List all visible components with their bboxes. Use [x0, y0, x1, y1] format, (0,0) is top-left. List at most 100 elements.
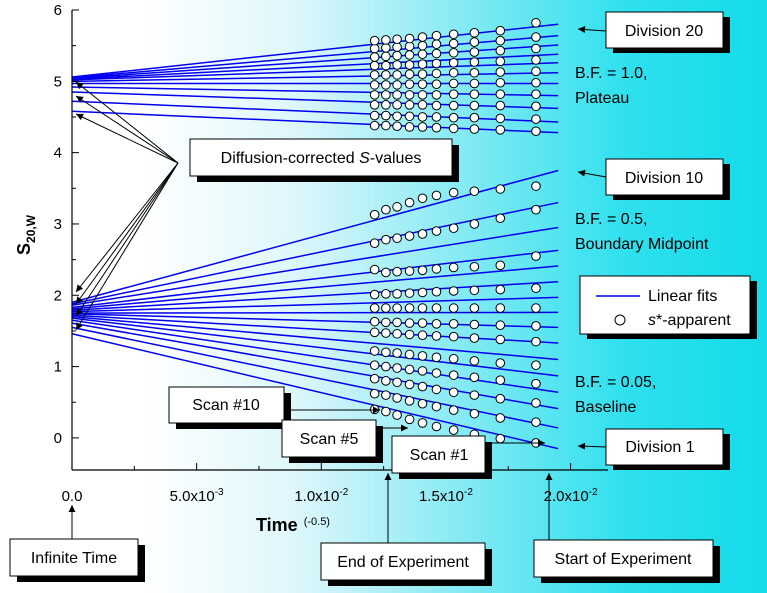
data-point [531, 43, 541, 54]
data-point [381, 60, 391, 71]
svg-text:End of Experiment: End of Experiment [337, 554, 469, 571]
data-point [431, 58, 442, 69]
y-tick-label: 5 [54, 73, 62, 90]
data-point [495, 260, 506, 271]
data-point [495, 413, 506, 423]
data-point [495, 77, 506, 88]
data-point [448, 286, 459, 296]
data-point [495, 67, 506, 77]
data-point [417, 69, 428, 79]
data-point [404, 41, 415, 52]
bf-baseline-sublabel: Baseline [575, 399, 636, 416]
svg-text:S20,W: S20,W [14, 214, 38, 255]
scatter-markers [369, 18, 541, 448]
data-point [417, 49, 428, 60]
data-point [381, 347, 391, 358]
data-point [495, 184, 506, 194]
data-point [469, 333, 480, 343]
x-tick-label: 2.0x10-2 [544, 487, 598, 505]
data-point [404, 379, 415, 390]
data-point [404, 288, 415, 298]
y-axis-title: S20,W [14, 214, 38, 255]
data-point [392, 100, 402, 110]
data-point [495, 375, 506, 385]
fit-line [71, 319, 559, 394]
data-point [431, 190, 442, 201]
data-point [392, 80, 402, 90]
data-point [404, 266, 415, 276]
x-tick-label: 5.0x10-3 [170, 487, 224, 505]
data-point [392, 34, 402, 45]
data-point [531, 66, 541, 77]
data-point [431, 79, 442, 89]
data-point [531, 181, 541, 191]
y-tick-label: 2 [54, 287, 62, 304]
data-point [392, 70, 402, 80]
data-point [404, 364, 415, 375]
data-point [369, 43, 380, 54]
fit-line [71, 169, 559, 304]
data-point [404, 303, 415, 313]
callout-diffusion: Diffusion-corrected S-values [189, 138, 459, 182]
bf-plateau-sublabel: Plateau [575, 90, 629, 107]
data-point [495, 100, 506, 111]
data-point [404, 122, 415, 132]
data-point [381, 289, 391, 299]
data-point [431, 112, 442, 122]
data-point [531, 32, 541, 42]
data-point [417, 330, 428, 341]
data-point [417, 351, 428, 361]
data-point [369, 346, 380, 356]
fit-line [71, 317, 559, 377]
data-point [495, 334, 506, 345]
data-point [431, 68, 442, 79]
data-point [369, 238, 380, 249]
callout-scan-10: Scan #10 [168, 386, 291, 429]
data-point [392, 289, 402, 299]
x-tick-label: 1.5x10-2 [419, 487, 473, 505]
data-point [531, 303, 541, 313]
fit-line [71, 201, 559, 305]
callout-scan-5: Scan #5 [281, 419, 383, 463]
fit-line [71, 326, 559, 429]
data-point [404, 33, 415, 44]
bf-baseline-label: B.F. = 0.05, [575, 374, 656, 391]
data-point [381, 267, 391, 278]
data-point [448, 100, 459, 111]
data-point [531, 89, 541, 99]
callout-infinite-time: Infinite Time [9, 538, 145, 582]
data-point [392, 317, 402, 328]
data-point [369, 100, 380, 110]
data-point [381, 80, 391, 90]
data-point [448, 370, 459, 380]
legend-marker-swatch [614, 314, 626, 326]
data-point [404, 100, 415, 110]
data-point [392, 42, 402, 52]
data-point [381, 376, 391, 386]
data-point [404, 329, 415, 340]
fit-line [71, 226, 559, 306]
data-point [392, 233, 402, 244]
data-point [469, 372, 480, 383]
data-point [392, 266, 402, 277]
data-point [417, 59, 428, 70]
data-point [404, 318, 415, 328]
data-point [369, 80, 380, 90]
data-point [431, 122, 442, 133]
data-point [417, 229, 428, 239]
data-point [392, 363, 402, 373]
data-point [431, 352, 442, 363]
callout-start-experiment: Start of Experiment [533, 539, 720, 583]
data-point [381, 110, 391, 121]
data-point [469, 47, 480, 57]
data-point [392, 410, 402, 420]
svg-text:Division 20: Division 20 [625, 23, 703, 40]
data-point [469, 319, 480, 330]
data-point [448, 78, 459, 89]
svg-text:Infinite Time: Infinite Time [31, 550, 117, 567]
callout-division-1: Division 1 [605, 428, 730, 470]
data-point [369, 289, 380, 300]
svg-text:Scan #5: Scan #5 [300, 431, 359, 448]
data-point [469, 78, 480, 89]
